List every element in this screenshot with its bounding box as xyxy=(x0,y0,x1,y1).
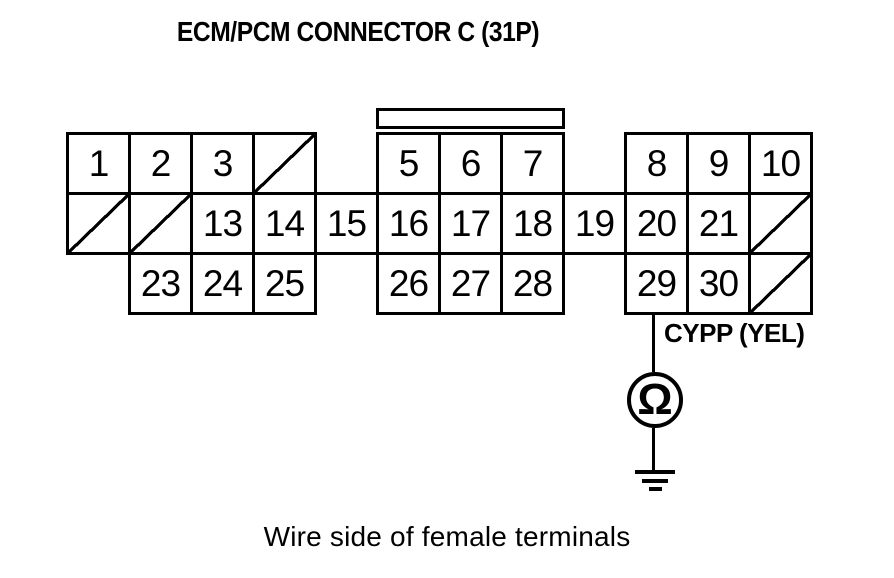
pin-cell-21: 21 xyxy=(686,192,751,255)
pin-cell-15: 15 xyxy=(314,192,379,255)
pin-cell-26: 26 xyxy=(376,252,441,315)
page-title: ECM/PCM CONNECTOR C (31P) xyxy=(176,16,540,47)
pin-cell-empty xyxy=(66,192,131,255)
pin-cell-18: 18 xyxy=(500,192,565,255)
pin-cell-13: 13 xyxy=(190,192,255,255)
pin-cell-7: 7 xyxy=(500,132,565,195)
diagram-caption: Wire side of female terminals xyxy=(263,521,631,552)
pin-cell-empty xyxy=(128,192,193,255)
pin-cell-empty xyxy=(748,192,813,255)
pin-cell-20: 20 xyxy=(624,192,689,255)
pin-cell-6: 6 xyxy=(438,132,503,195)
pin-cell-23: 23 xyxy=(128,252,193,315)
pin-cell-29: 29 xyxy=(624,252,689,315)
pin-cell-25: 25 xyxy=(252,252,317,315)
pin-cell-30: 30 xyxy=(686,252,751,315)
pin-cell-17: 17 xyxy=(438,192,503,255)
pin-cell-8: 8 xyxy=(624,132,689,195)
ohmmeter-icon: Ω xyxy=(627,372,683,428)
pin-cell-28: 28 xyxy=(500,252,565,315)
ground-icon xyxy=(635,470,675,491)
pin-cell-1: 1 xyxy=(66,132,131,195)
pin-cell-empty xyxy=(748,252,813,315)
pin-cell-24: 24 xyxy=(190,252,255,315)
wire-to-ground xyxy=(652,428,655,472)
ohm-symbol: Ω xyxy=(637,375,673,424)
pin-cell-3: 3 xyxy=(190,132,255,195)
connector-key-tab xyxy=(376,108,565,129)
pin-cell-5: 5 xyxy=(376,132,441,195)
pin-cell-16: 16 xyxy=(376,192,441,255)
pin-cell-27: 27 xyxy=(438,252,503,315)
wire-label-cypp: CYPP (YEL) xyxy=(664,318,805,348)
wire-cypp xyxy=(652,315,655,372)
pin-cell-19: 19 xyxy=(562,192,627,255)
pin-cell-9: 9 xyxy=(686,132,751,195)
pin-cell-10: 10 xyxy=(748,132,813,195)
pin-cell-empty xyxy=(252,132,317,195)
pin-cell-14: 14 xyxy=(252,192,317,255)
pin-cell-2: 2 xyxy=(128,132,193,195)
